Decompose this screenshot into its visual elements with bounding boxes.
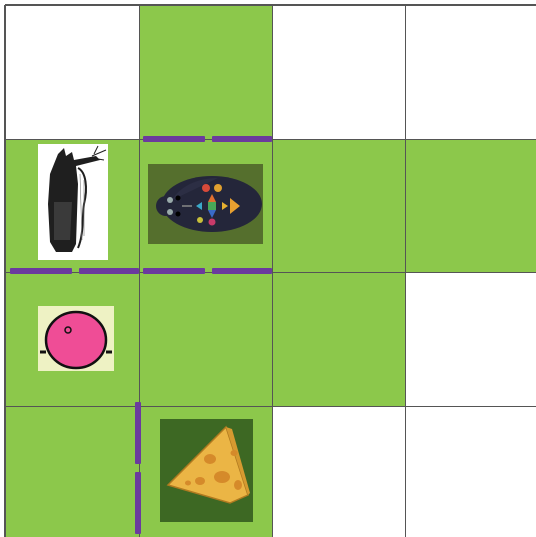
cell-r2-c2[interactable]: [272, 272, 405, 406]
cell-r3-c3[interactable]: [405, 406, 536, 537]
cheese-icon-graphic: [160, 419, 253, 522]
cell-r2-c3[interactable]: [405, 272, 536, 406]
cell-r0-c1[interactable]: [139, 5, 272, 139]
wall-segment: [79, 268, 139, 274]
cheese-icon[interactable]: [160, 419, 253, 522]
wall-segment: [135, 472, 141, 534]
grid-line: [5, 4, 536, 6]
cell-r3-c0[interactable]: [5, 406, 139, 537]
robot-mouse-icon-graphic: [148, 164, 263, 244]
wall-segment: [212, 136, 272, 142]
cell-r1-c2[interactable]: [272, 139, 405, 272]
cat-icon[interactable]: [38, 144, 108, 260]
wall-segment: [212, 268, 272, 274]
pink-ball-icon-graphic: [38, 306, 114, 371]
cell-r0-c0[interactable]: [5, 5, 139, 139]
cat-icon-graphic: [38, 144, 108, 260]
wall-segment: [10, 268, 72, 274]
cell-r3-c2[interactable]: [272, 406, 405, 537]
wall-segment: [143, 268, 205, 274]
wall-segment: [143, 136, 205, 142]
robot-mouse-icon[interactable]: [148, 164, 263, 244]
cell-r1-c3[interactable]: [405, 139, 536, 272]
cell-r0-c3[interactable]: [405, 5, 536, 139]
wall-segment: [135, 402, 141, 464]
cell-r0-c2[interactable]: [272, 5, 405, 139]
grid-line: [5, 406, 536, 408]
pink-ball-icon[interactable]: [38, 306, 114, 371]
cell-r2-c1[interactable]: [139, 272, 272, 406]
